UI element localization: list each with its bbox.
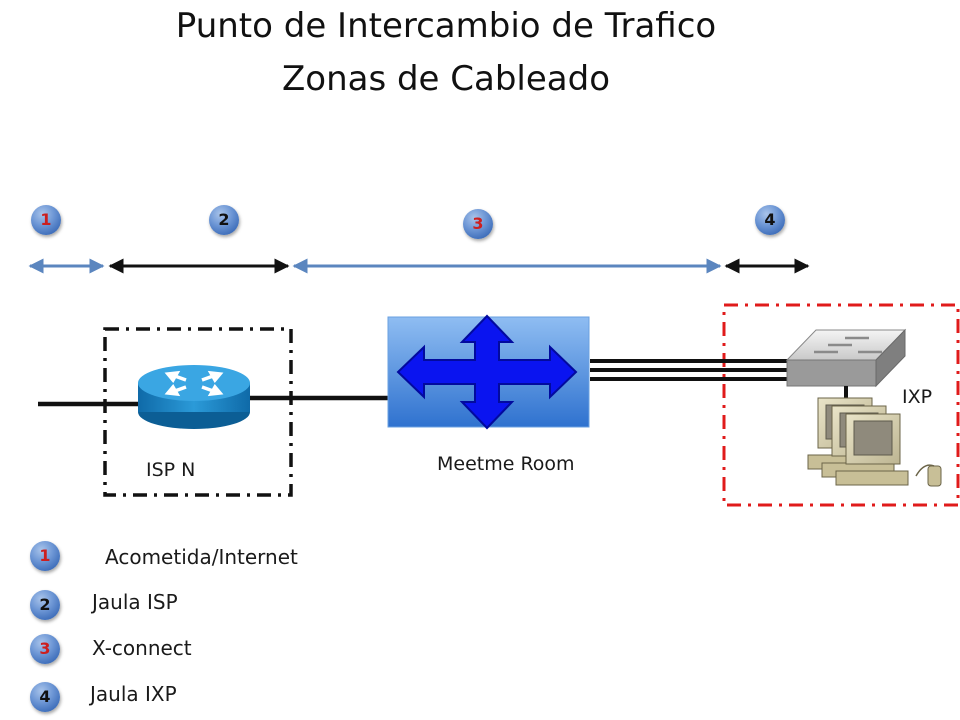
- cross-arrows-icon: [387, 314, 590, 430]
- ixp-cage: [722, 303, 960, 507]
- legend-badge-3: 3: [30, 634, 60, 664]
- zone-4-badge: 4: [755, 205, 785, 235]
- legend-badge-4: 4: [30, 682, 60, 712]
- legend-text-4: Jaula IXP: [90, 682, 177, 706]
- zone-3-badge: 3: [463, 209, 493, 239]
- legend-number-3: 3: [39, 639, 51, 658]
- diagram-title: Punto de Intercambio de Trafico: [175, 6, 717, 46]
- router-icon: [138, 365, 250, 429]
- zone-2-number: 2: [218, 210, 230, 229]
- zone-1-badge: 1: [31, 205, 61, 235]
- legend-number-1: 1: [39, 546, 51, 565]
- ixp-label: IXP: [902, 386, 933, 408]
- legend-number-2: 2: [39, 595, 51, 614]
- isp-label: ISP N: [146, 459, 196, 481]
- legend-text-1: Acometida/Internet: [105, 545, 298, 569]
- isp-cage: [103, 327, 293, 497]
- legend-badge-1: 1: [30, 541, 60, 571]
- zone-4-number: 4: [764, 210, 776, 229]
- meetme-label: Meetme Room: [437, 453, 575, 475]
- legend-badge-2: 2: [30, 590, 60, 620]
- zone-3-number: 3: [472, 214, 484, 233]
- legend-text-3: X-connect: [92, 636, 192, 660]
- workstation-icon: [807, 397, 942, 487]
- legend-text-2: Jaula ISP: [92, 590, 178, 614]
- diagram-subtitle: Zonas de Cableado: [281, 59, 611, 99]
- zone-2-badge: 2: [209, 205, 239, 235]
- switch-icon: [785, 328, 907, 388]
- legend-number-4: 4: [39, 687, 51, 706]
- zone-1-number: 1: [40, 210, 52, 229]
